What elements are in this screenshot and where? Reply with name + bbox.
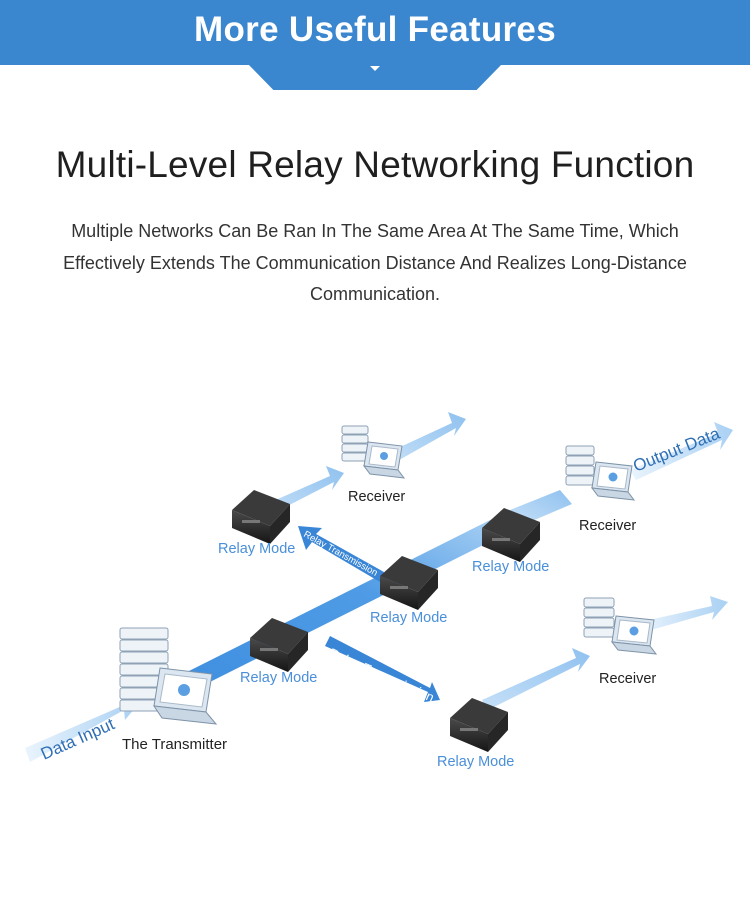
server-stack-icon <box>583 597 615 638</box>
receiver-label: Receiver <box>348 489 405 505</box>
receiver-label: Receiver <box>579 518 636 534</box>
relay-mode-label: Relay Mode <box>218 541 295 557</box>
relay-mode-label: Relay Mode <box>370 610 447 626</box>
top-receiver-output-arrow <box>385 412 466 464</box>
output-data-label: Output Data <box>630 424 723 476</box>
transmitter-label: The Transmitter <box>122 736 227 753</box>
server-stack-icon <box>119 627 169 712</box>
relay-transmission-label: Relay Transmission <box>327 645 437 705</box>
output-data-arrow <box>630 422 733 480</box>
bottom-receiver-output-arrow <box>640 596 728 632</box>
relay-mode-label: Relay Mode <box>437 754 514 770</box>
server-stack-icon <box>565 445 595 486</box>
relay-device-icon <box>380 556 438 610</box>
relay-device-icon <box>250 618 308 672</box>
relay-device-icon <box>232 490 290 544</box>
receiver-label: Receiver <box>599 671 656 687</box>
section-description: Multiple Networks Can Be Ran In The Same… <box>63 221 687 304</box>
data-input-arrow <box>25 694 140 762</box>
relay-device-icon <box>482 508 540 562</box>
lower-branch-arrow <box>482 648 590 710</box>
relay-transmission-arrow-upper <box>298 526 384 582</box>
laptop-icon <box>152 667 218 725</box>
section-title: Multi-Level Relay Networking Function <box>55 144 695 185</box>
server-stack-icon <box>341 425 369 462</box>
laptop-icon <box>610 615 658 655</box>
header-banner <box>0 0 750 65</box>
caret-down-icon <box>370 66 380 71</box>
relay-transmission-arrow-lower <box>325 636 440 702</box>
relay-mode-label: Relay Mode <box>472 559 549 575</box>
header-title: More Useful Features <box>194 10 556 49</box>
laptop-icon <box>362 441 406 479</box>
relay-network-diagram: Data Input Output Data The Transmitter R… <box>25 412 733 770</box>
relay-transmission-label: Relay Transmission <box>302 529 380 579</box>
relay-mode-label: Relay Mode <box>240 670 317 686</box>
relay-device-icon <box>450 698 508 752</box>
laptop-icon <box>590 461 636 501</box>
